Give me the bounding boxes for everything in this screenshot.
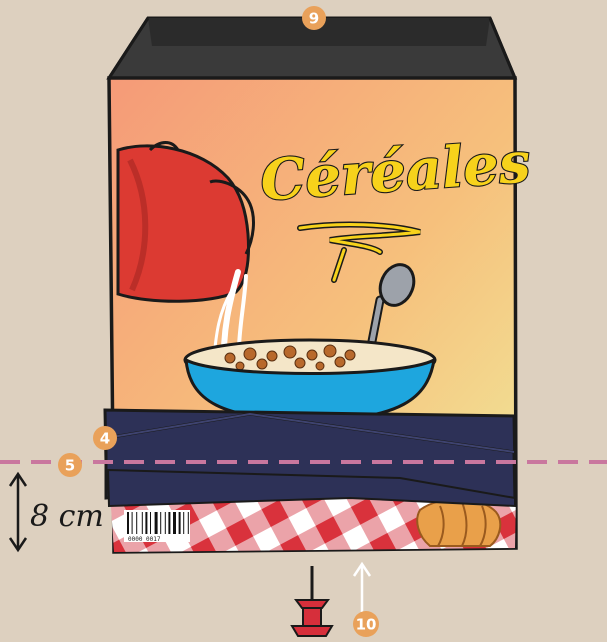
barcode-bar <box>127 512 129 534</box>
marker-badge-4: 4 <box>93 426 117 450</box>
barcode-bar <box>188 512 189 534</box>
barcode-bar <box>136 512 137 534</box>
barcode-bar <box>150 512 151 534</box>
barcode-bar <box>165 512 166 534</box>
marker-label: 9 <box>309 10 319 28</box>
barcode-bar <box>179 512 181 534</box>
barcode-bar <box>145 512 147 534</box>
pushpin-icon <box>292 566 332 636</box>
measurement-label: 8 cm <box>30 499 104 534</box>
tape-strips <box>105 410 515 506</box>
croissant-icon <box>417 499 500 546</box>
barcode-bar <box>132 512 133 534</box>
marker-badge-5: 5 <box>58 453 82 477</box>
barcode-bar <box>142 512 143 534</box>
marker-badge-10: 10 <box>353 611 379 637</box>
barcode-digits: 0000 0017 <box>128 536 161 543</box>
marker-label: 10 <box>356 616 377 634</box>
marker-label: 4 <box>100 430 110 448</box>
barcode-bar <box>160 512 161 534</box>
barcode-bar <box>173 512 176 534</box>
barcode-bar <box>168 512 170 534</box>
arrow-up-icon <box>354 564 370 612</box>
marker-badge-9: 9 <box>302 6 326 30</box>
bowl-icon <box>185 340 435 420</box>
barcode-bar <box>155 512 158 534</box>
barcode-bar <box>183 512 184 534</box>
barcode-icon: 0000 0017 <box>124 510 190 543</box>
measurement-arrow <box>10 474 26 550</box>
marker-label: 5 <box>65 457 75 475</box>
